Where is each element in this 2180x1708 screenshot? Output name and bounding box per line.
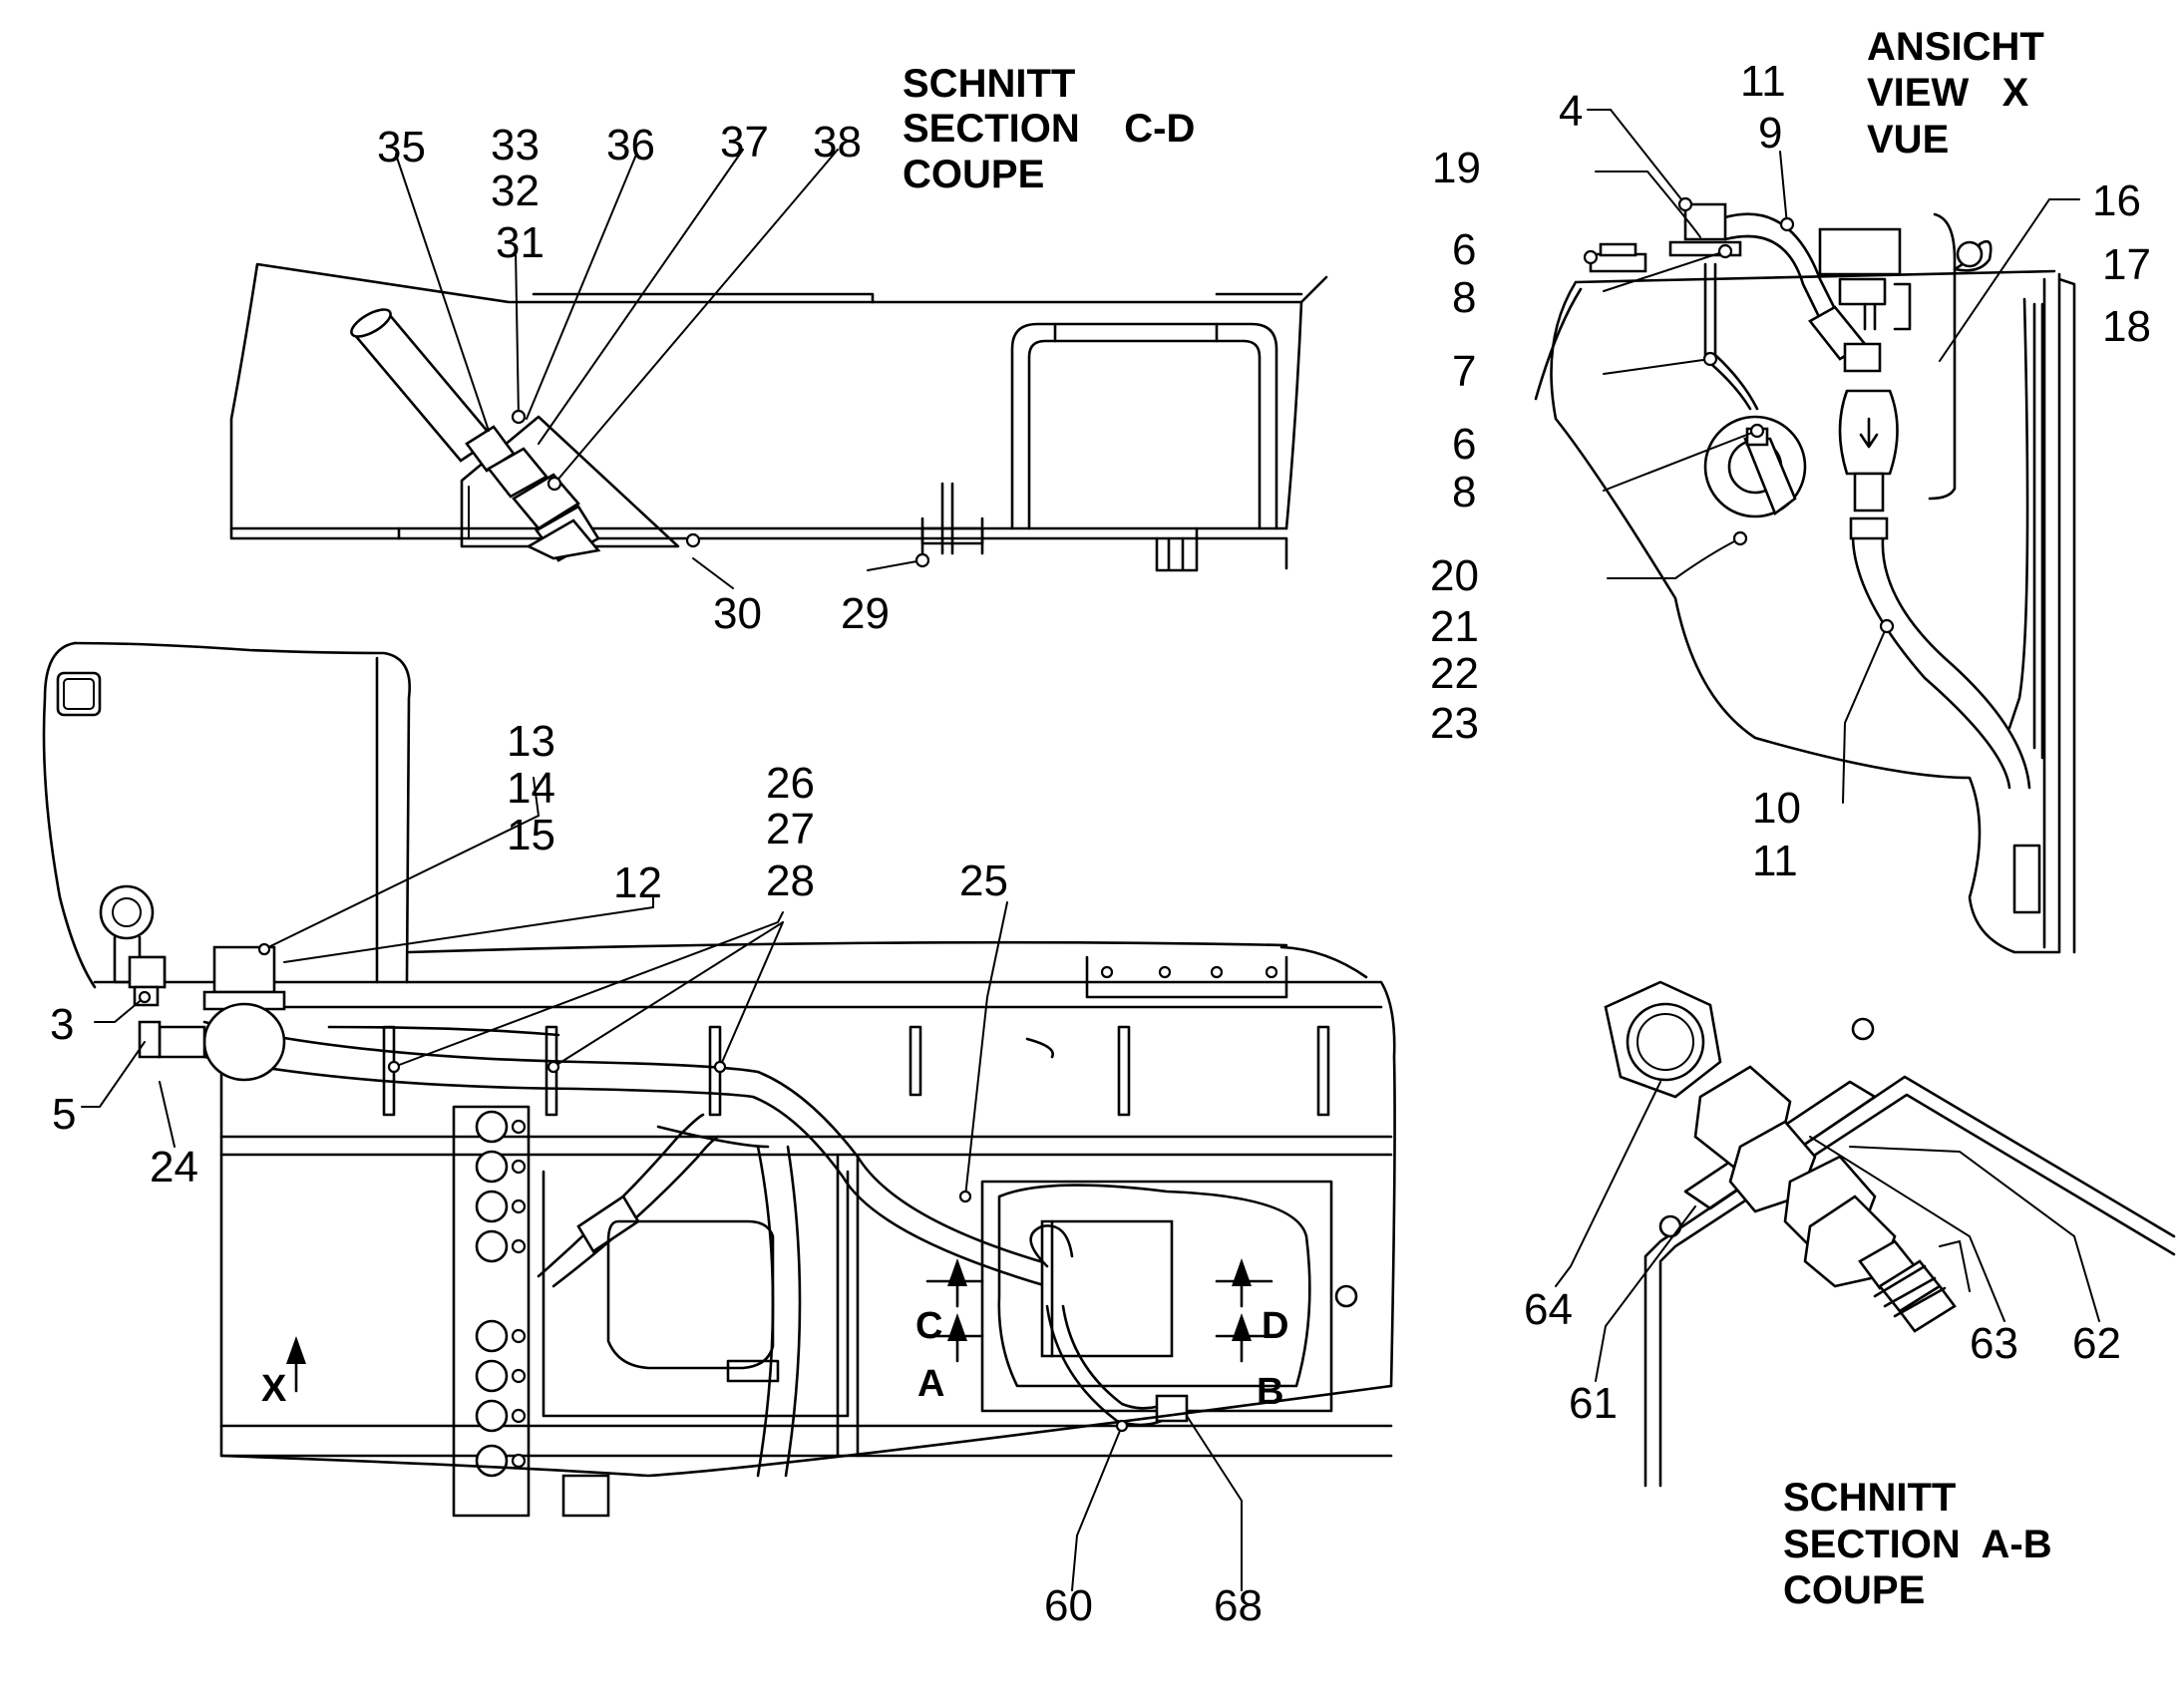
section-cd-title-line1: SCHNITT xyxy=(903,62,1075,106)
callout-5: 5 xyxy=(52,1090,76,1139)
callout-3: 3 xyxy=(50,1000,74,1049)
callout-13: 13 xyxy=(507,717,555,766)
view-x-title-line2: VIEW X xyxy=(1867,71,2029,115)
marker-a: A xyxy=(917,1363,944,1405)
section-ab-title-line2: SECTION A-B xyxy=(1783,1523,2052,1566)
callout-12: 12 xyxy=(613,858,662,907)
marker-c: C xyxy=(915,1305,942,1347)
section-cd-title-line3: COUPE xyxy=(903,153,1044,196)
callout-64: 64 xyxy=(1524,1285,1573,1334)
marker-d: D xyxy=(1262,1305,1288,1347)
callout-9: 9 xyxy=(1758,109,1782,158)
callout-23: 23 xyxy=(1430,699,1479,748)
main-plan-view: C D A B X 13 14 15 12 26 27 28 25 3 xyxy=(42,641,1396,1630)
callout-10: 10 xyxy=(1752,784,1801,833)
callout-37: 37 xyxy=(720,118,769,167)
callout-30: 30 xyxy=(713,589,762,638)
callout-60: 60 xyxy=(1044,1581,1093,1630)
callout-35: 35 xyxy=(377,123,426,171)
callout-33: 33 xyxy=(491,121,540,170)
callout-68: 68 xyxy=(1214,1581,1263,1630)
callout-62: 62 xyxy=(2072,1319,2121,1368)
section-ab-title-line1: SCHNITT xyxy=(1783,1476,1956,1520)
callout-20: 20 xyxy=(1430,551,1479,600)
callout-61: 61 xyxy=(1569,1379,1618,1428)
callout-32: 32 xyxy=(491,167,540,215)
valve-bank xyxy=(452,1105,531,1518)
section-cd-view: SCHNITT SECTION C-D COUPE xyxy=(229,62,1328,638)
section-ab-title-line3: COUPE xyxy=(1783,1568,1925,1612)
callout-26: 26 xyxy=(766,759,815,808)
hose-clamps xyxy=(382,1025,1330,1117)
callout-38: 38 xyxy=(813,118,862,167)
callout-25: 25 xyxy=(959,856,1008,905)
section-markers: C D A B X xyxy=(261,1258,1288,1413)
callout-7: 7 xyxy=(1452,347,1476,396)
view-x-title-line3: VUE xyxy=(1867,118,1949,162)
callout-27: 27 xyxy=(766,805,815,854)
callout-19: 19 xyxy=(1432,144,1481,192)
callout-21: 21 xyxy=(1430,602,1479,651)
callout-31: 31 xyxy=(496,218,545,267)
callout-36: 36 xyxy=(606,121,655,170)
callout-22: 22 xyxy=(1430,649,1479,698)
callout-18: 18 xyxy=(2102,302,2151,351)
callout-6-lower: 6 xyxy=(1452,420,1476,469)
callout-8-upper: 8 xyxy=(1452,273,1476,322)
callout-17: 17 xyxy=(2102,240,2151,289)
callout-8-lower: 8 xyxy=(1452,468,1476,516)
view-x-title-line1: ANSICHT xyxy=(1867,25,2044,69)
callout-24: 24 xyxy=(150,1143,198,1192)
callout-29: 29 xyxy=(841,589,890,638)
marker-b: B xyxy=(1257,1371,1283,1413)
callout-63: 63 xyxy=(1970,1319,2018,1368)
section-ab-view: SCHNITT SECTION A-B COUPE 64 61 63 xyxy=(1524,980,2176,1612)
callout-14: 14 xyxy=(507,764,555,813)
callout-15: 15 xyxy=(507,811,555,859)
callout-16: 16 xyxy=(2092,176,2141,225)
callout-6-upper: 6 xyxy=(1452,225,1476,274)
section-cd-title-line2: SECTION C-D xyxy=(903,107,1195,151)
view-x: ANSICHT VIEW X VUE xyxy=(1430,25,2151,954)
callout-28: 28 xyxy=(766,856,815,905)
marker-x: X xyxy=(261,1368,287,1410)
callout-11-lower: 11 xyxy=(1752,837,1798,885)
callout-11-upper: 11 xyxy=(1740,57,1786,106)
callout-4: 4 xyxy=(1559,87,1583,136)
